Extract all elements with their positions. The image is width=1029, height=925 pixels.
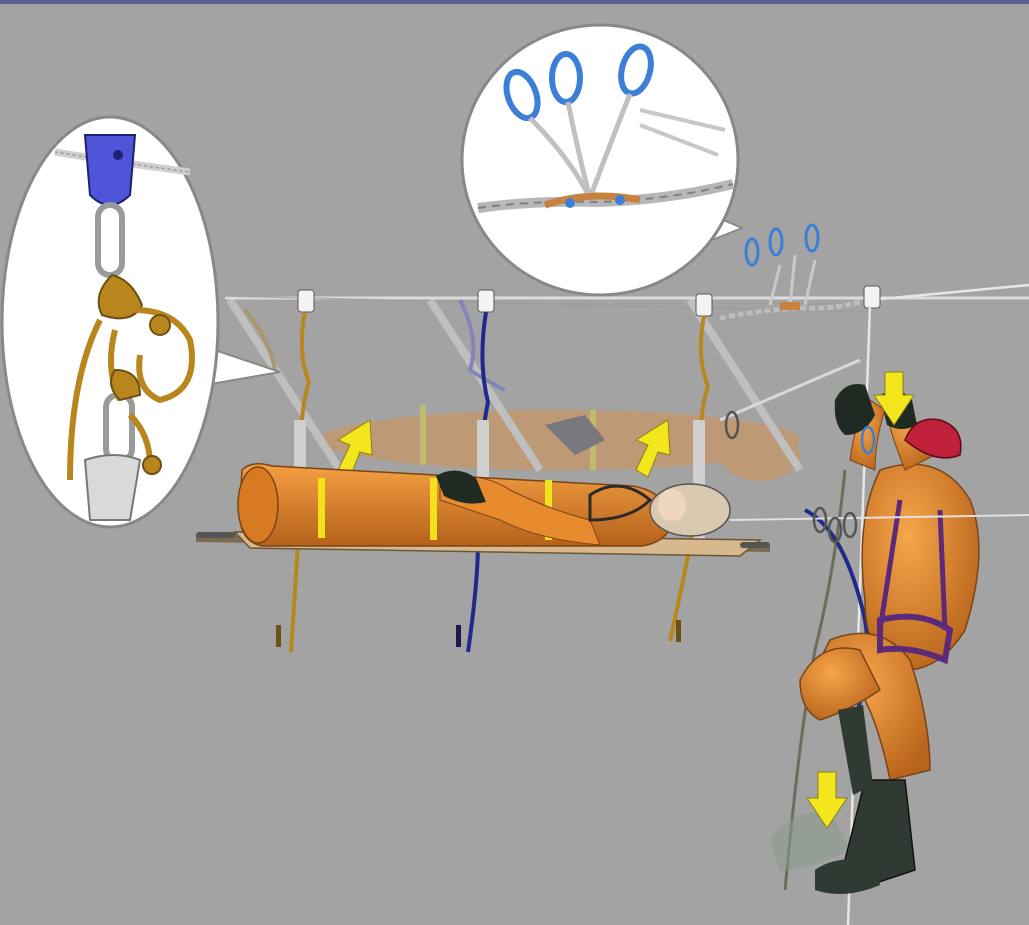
anchor-rigging (720, 225, 860, 318)
ghost-casualty (230, 300, 800, 481)
zoom-bubble-pulley (2, 117, 280, 527)
zoom-bubble-anchor (462, 25, 742, 295)
